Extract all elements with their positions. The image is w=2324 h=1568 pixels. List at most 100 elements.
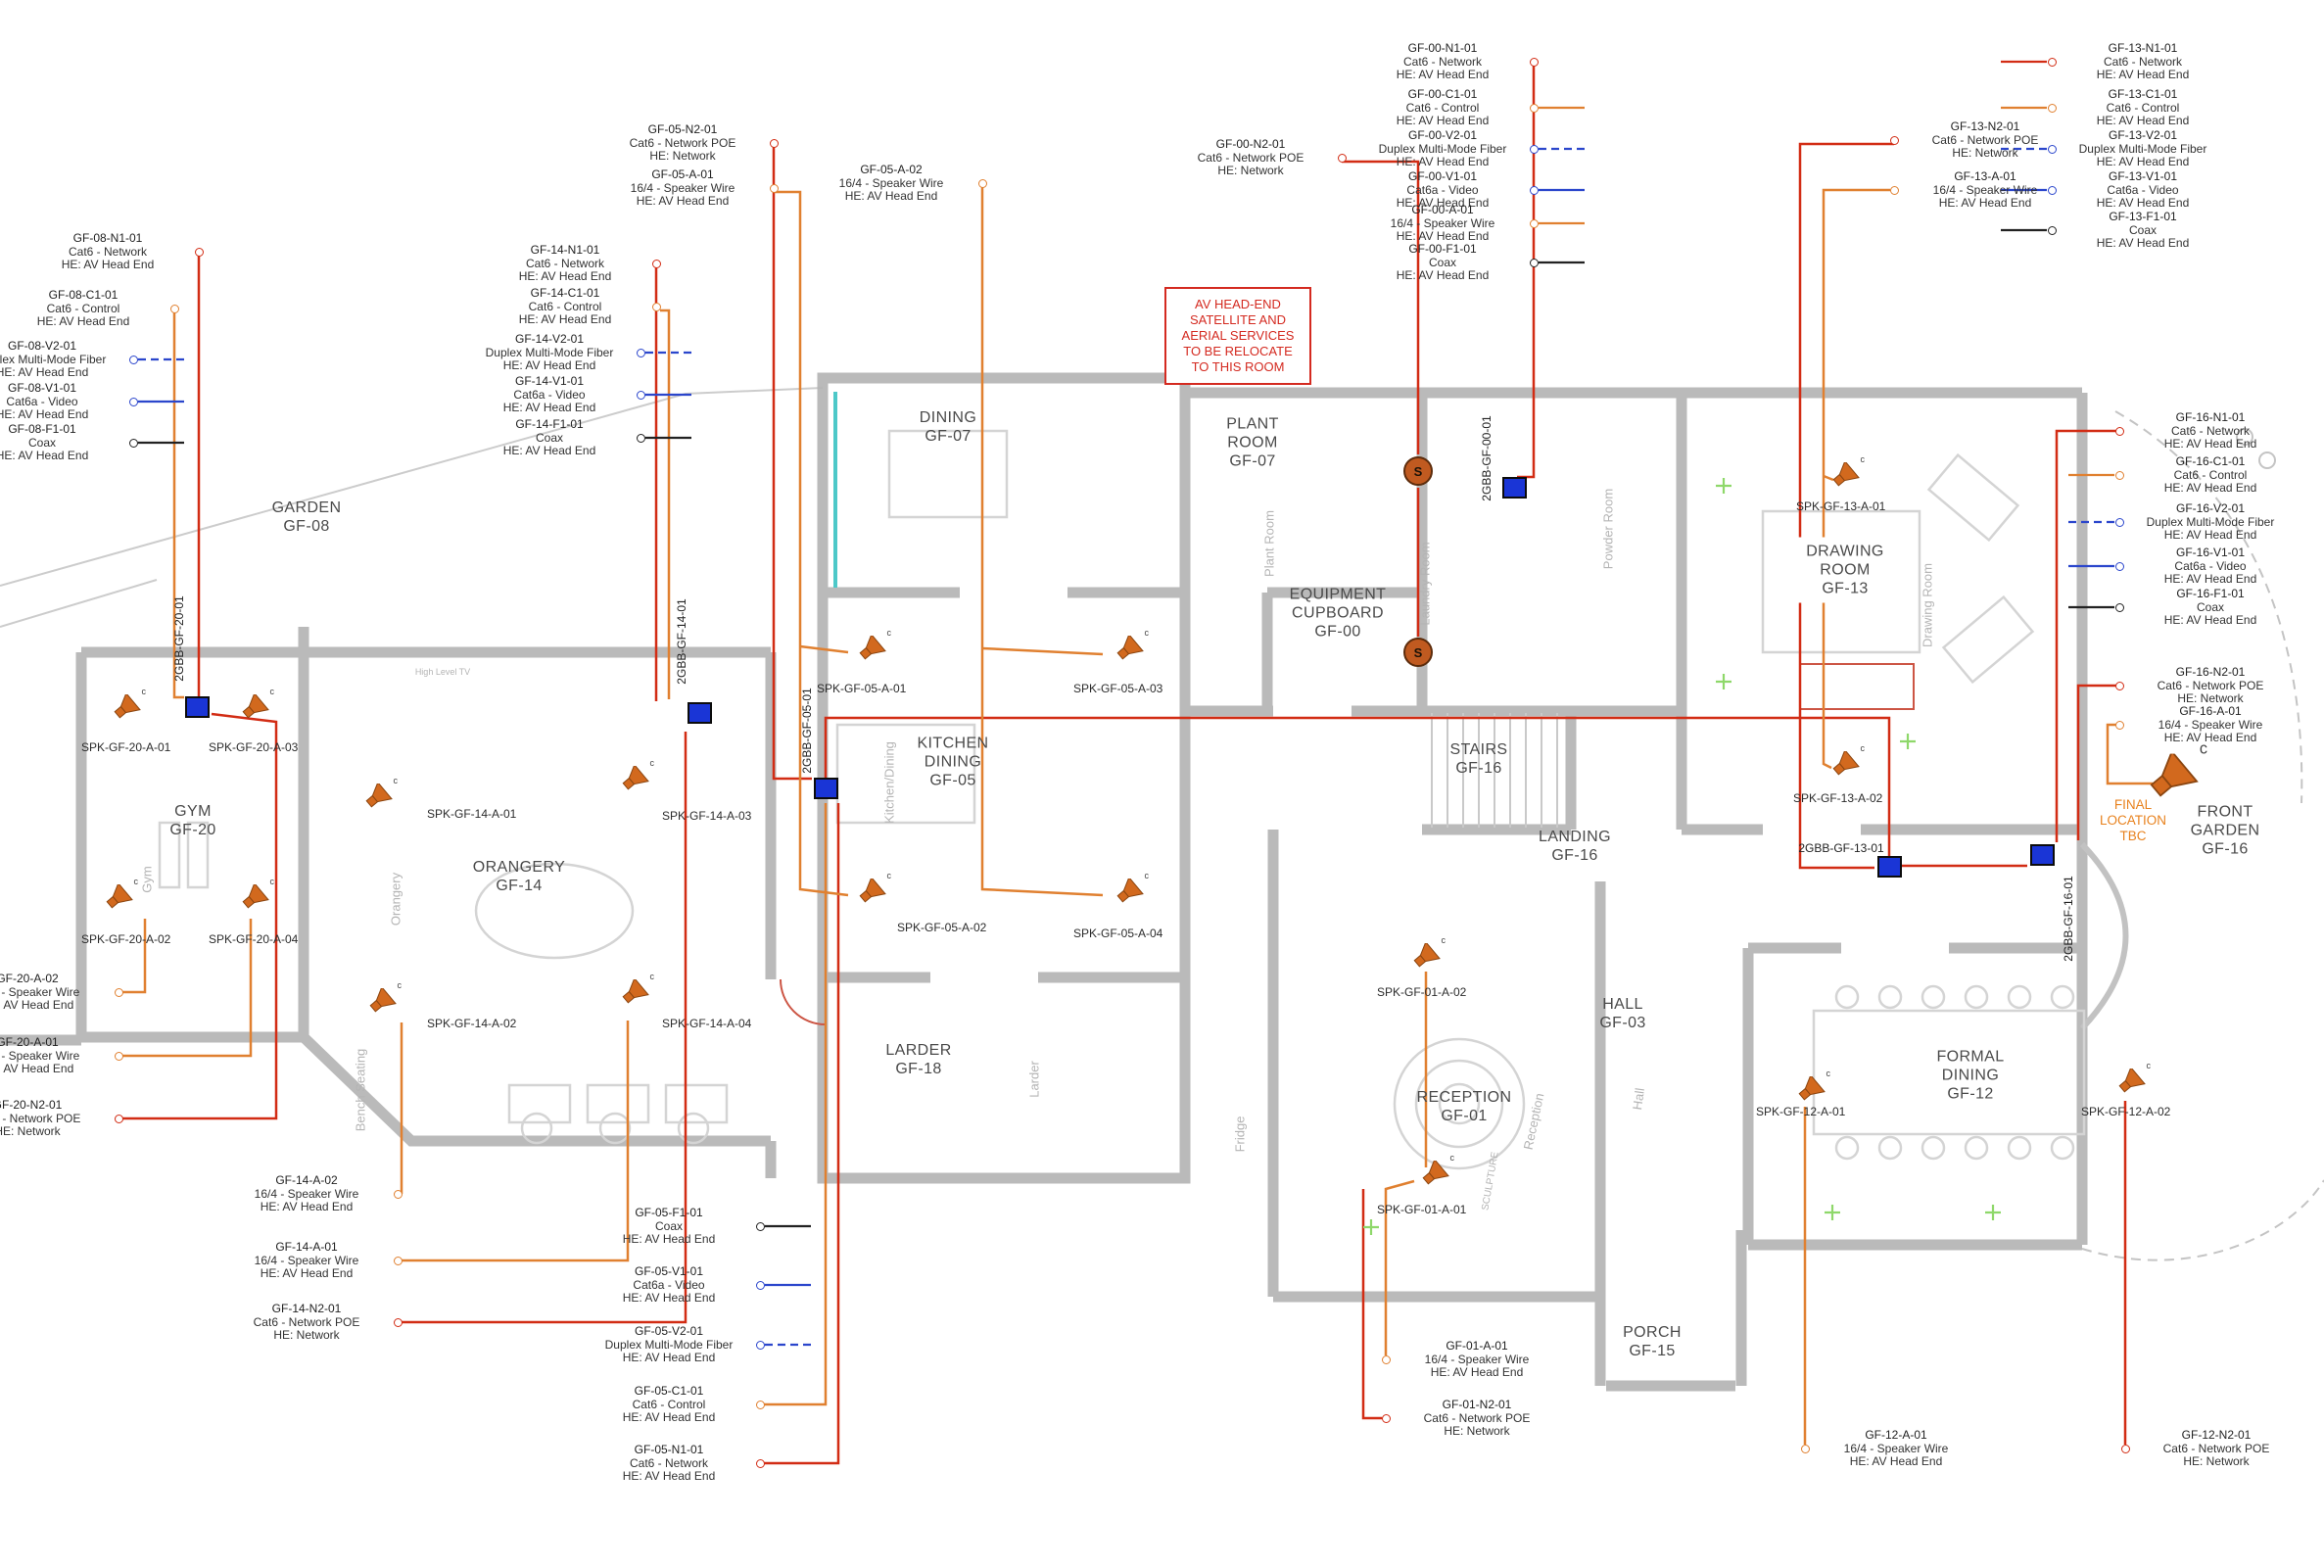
speaker-c-marker: c [269,877,275,886]
callout-connector-GF-05-V2-01 [755,1340,765,1350]
wires-orange [122,187,2153,1445]
speaker-label-SPK-GF-12-A-02: SPK-GF-12-A-02 [2081,1105,2171,1118]
speaker-icon-SPK-GF-05-A-02: c [857,871,891,904]
ceiling-marker-cross [1900,734,1916,749]
callout-connector-GF-14-V1-01 [636,390,645,400]
speaker-label-SPK-GF-13-A-01: SPK-GF-13-A-01 [1796,499,1886,513]
speaker-label-SPK-GF-05-A-02: SPK-GF-05-A-02 [897,921,987,934]
ceiling-marker-cross [1363,1219,1379,1235]
speaker-c-marker: c [133,877,139,886]
callout-connector-GF-16-V1-01 [2114,561,2124,571]
speaker-c-marker: c [1144,871,1150,880]
satellite-point-1: S [1403,456,1433,486]
speaker-label-SPK-GF-14-A-04: SPK-GF-14-A-04 [662,1017,752,1030]
callout-connector-GF-08-V1-01 [128,397,138,406]
keypad-label-2gbb-gf-14-01: 2GBB-GF-14-01 [675,598,688,685]
callout-connector-GF-16-F1-01 [2114,602,2124,612]
walls [0,372,2088,1392]
speaker-icon-SPK-GF-12-A-02: c [2116,1061,2151,1094]
callout-connector-GF-05-V1-01 [755,1280,765,1290]
speaker-label-SPK-GF-01-A-01: SPK-GF-01-A-01 [1377,1203,1467,1216]
callout-connector-GF-00-C1-01 [1529,103,1539,113]
speaker-icon-SPK-GF-01-A-02: c [1411,935,1446,969]
callout-connector-GF-14-A-01 [393,1256,403,1265]
callout-connector-GF-01-N2-01 [1381,1413,1391,1423]
speaker-icon-SPK-GF-20-A-02: c [104,877,138,910]
keypad-box-2gbb-gf-16-01 [2030,844,2055,866]
driveway-dashed [2081,410,2324,1261]
speaker-label-SPK-GF-05-A-03: SPK-GF-05-A-03 [1073,682,1163,695]
callout-connector-GF-13-N1-01 [2047,57,2057,67]
speaker-c-marker: c [397,980,403,990]
bay-window [2079,841,2129,1031]
speaker-icon-SPK-GF-14-A-04: c [620,972,654,1005]
keypad-label-2gbb-gf-16-01: 2GBB-GF-16-01 [2062,876,2075,962]
speaker-c-marker: c [1826,1069,1831,1078]
ghost-label-powder-room: Powder Room [1600,488,1616,570]
callout-connector-GF-14-N1-01 [651,259,661,268]
speaker-icon-SPK-GF-14-A-01: c [363,776,398,809]
speaker-label-SPK-GF-05-A-04: SPK-GF-05-A-04 [1073,927,1163,940]
callout-connector-GF-08-N1-01 [194,247,204,257]
speaker-icon-SPK-GF-12-A-01: c [1796,1069,1830,1102]
callout-connector-GF-13-F1-01 [2047,225,2057,235]
speaker-icon-SPK-GF-01-A-01: c [1420,1153,1454,1186]
callout-connector-GF-08-F1-01 [128,438,138,448]
callout-connector-GF-13-N2-01 [1889,135,1899,145]
callout-connector-GF-08-C1-01 [169,304,179,313]
callout-connector-GF-16-N2-01 [2114,681,2124,690]
speaker-icon-final-location: c [2146,739,2207,800]
generated-wire-stubs [138,60,2114,1347]
callout-connector-GF-20-N2-01 [114,1114,123,1123]
speaker-label-SPK-GF-14-A-02: SPK-GF-14-A-02 [427,1017,517,1030]
speaker-icon-SPK-GF-14-A-02: c [367,980,402,1014]
ghost-label-laundry-room: Laundry Room [1417,542,1433,626]
callout-connector-GF-14-N2-01 [393,1317,403,1327]
ghost-label-high-level-tv: High Level TV [414,667,471,677]
ghost-label-kitchen-dining: Kitchen/Dining [881,741,897,824]
speaker-icon-SPK-GF-05-A-01: c [857,628,891,661]
callout-connector-GF-00-N1-01 [1529,57,1539,67]
speaker-c-marker: c [1449,1153,1455,1163]
speaker-label-SPK-GF-20-A-03: SPK-GF-20-A-03 [209,740,299,754]
speaker-c-marker: c [649,972,655,981]
callout-connector-GF-05-A-01 [769,183,779,193]
speaker-c-marker: c [886,628,892,638]
